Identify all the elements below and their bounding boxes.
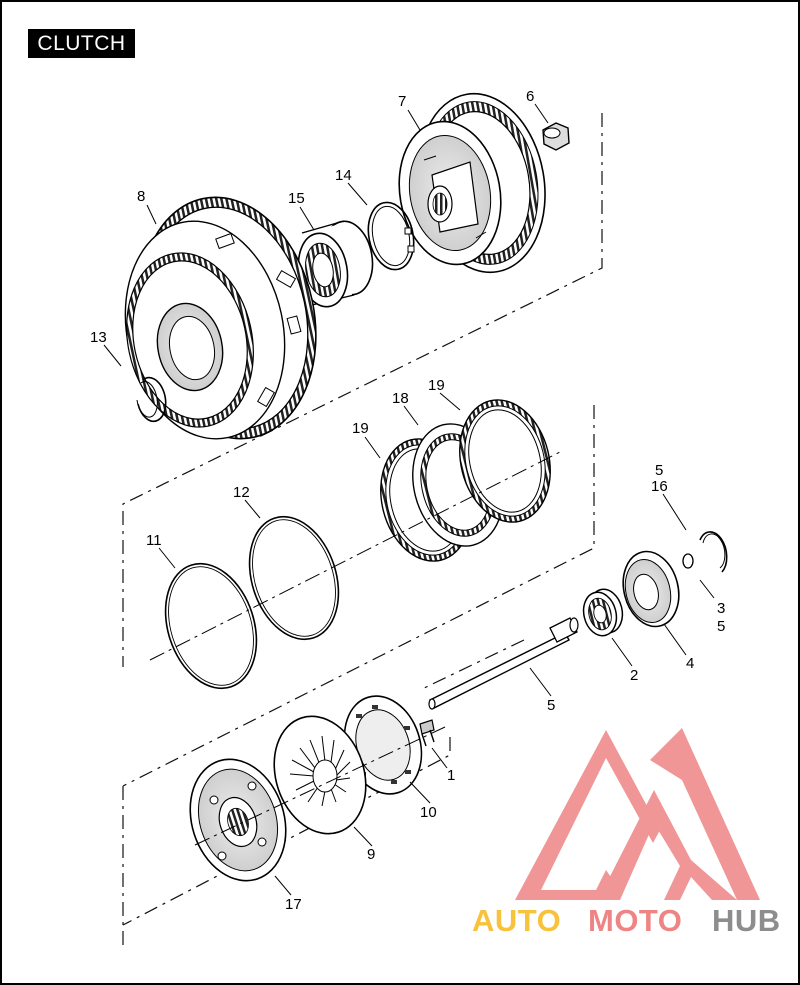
callout-3: 3 xyxy=(717,600,725,617)
callout-12: 12 xyxy=(233,484,250,501)
watermark-text-moto: MOTO xyxy=(588,903,682,938)
callout-8: 8 xyxy=(137,188,145,205)
clutch-hub-part-7 xyxy=(398,92,546,274)
pressure-plate-part-17 xyxy=(189,758,287,882)
watermark-text-hub: HUB xyxy=(712,903,781,938)
ring-part-12 xyxy=(248,515,340,641)
callout-19-front: 19 xyxy=(352,420,369,437)
leader-lines xyxy=(103,103,715,896)
friction-plate-part-19-rear xyxy=(459,399,551,523)
diaphragm-spring-part-9 xyxy=(273,715,367,835)
watermark-logo-mark xyxy=(515,728,760,900)
callout-17: 17 xyxy=(285,896,302,913)
callout-6: 6 xyxy=(526,88,534,105)
callout-2: 2 xyxy=(630,667,638,684)
retaining-ring-part-14 xyxy=(367,201,415,271)
callout-4: 4 xyxy=(686,655,694,672)
guide-middle-top xyxy=(122,405,595,787)
pushrod-part-5 xyxy=(428,617,579,710)
page-title: CLUTCH xyxy=(28,29,135,58)
release-plate-part-4 xyxy=(622,550,680,628)
callout-11: 11 xyxy=(146,532,162,549)
callout-5-top: 5 xyxy=(655,462,663,479)
clutch-shell-part-8 xyxy=(124,196,317,440)
snap-ring-part-13 xyxy=(136,376,167,423)
automotohub-watermark: AUTO MOTO HUB xyxy=(472,728,781,938)
guide-shaft xyxy=(419,639,525,691)
callout-5-right: 5 xyxy=(717,618,725,635)
bolt-part-1 xyxy=(419,719,435,747)
callout-14: 14 xyxy=(335,167,352,184)
lower-axis xyxy=(194,726,446,846)
callout-labels: 7 6 14 8 15 13 19 18 19 5 16 12 11 3 5 2… xyxy=(90,88,725,913)
callout-15: 15 xyxy=(288,190,305,207)
middle-axis xyxy=(149,451,561,661)
callout-9: 9 xyxy=(367,846,375,863)
callout-16: 16 xyxy=(651,478,668,495)
ring-part-11 xyxy=(164,562,258,690)
callout-10: 10 xyxy=(420,804,437,821)
snap-ring-part-16 xyxy=(699,531,728,573)
callout-13: 13 xyxy=(90,329,107,346)
small-ring-part-3 xyxy=(682,553,694,569)
callout-5-shaft: 5 xyxy=(547,697,555,714)
callout-19-rear: 19 xyxy=(428,377,445,394)
callout-7: 7 xyxy=(398,93,406,110)
callout-18: 18 xyxy=(392,390,409,407)
watermark-text-auto: AUTO xyxy=(472,903,561,938)
bearing-part-2 xyxy=(582,588,624,637)
callout-1: 1 xyxy=(447,767,455,784)
nut-part-6 xyxy=(542,122,570,151)
